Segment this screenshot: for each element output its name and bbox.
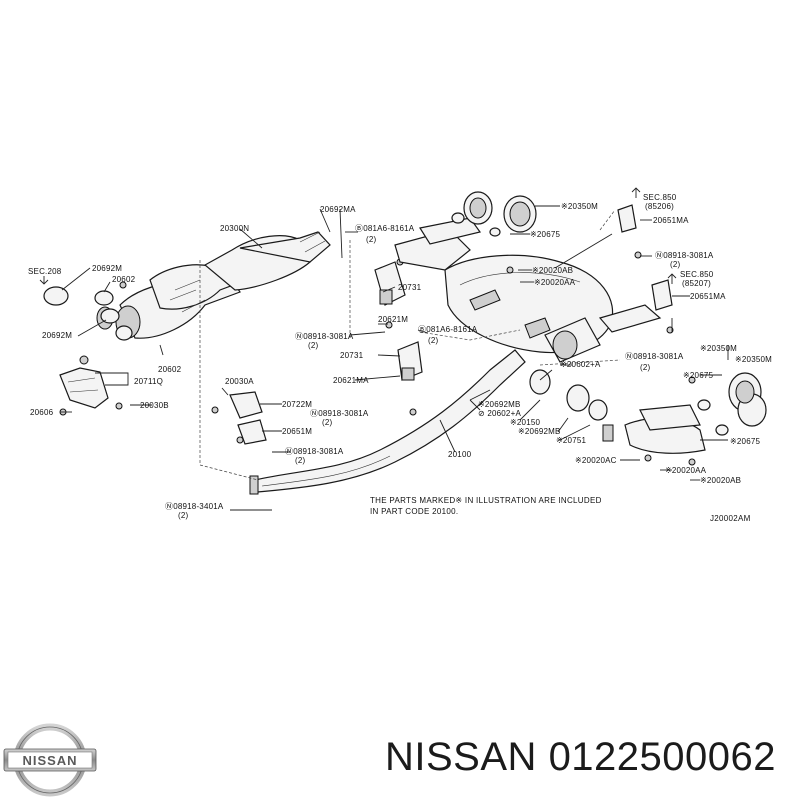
note-line-1: THE PARTS MARKED※ IN ILLUSTRATION ARE IN… xyxy=(370,496,602,505)
dashed-outline-right xyxy=(539,209,621,366)
label-sec208: SEC.208 xyxy=(28,267,62,276)
label-20602a-a: ※20602+A xyxy=(560,360,601,369)
label-sec850-a-ref: (85206) xyxy=(645,202,674,211)
label-20651ma-b: 20651MA xyxy=(690,292,726,301)
dashed-outline-left xyxy=(199,260,259,481)
label-08918-f-qty: (2) xyxy=(640,363,651,372)
label-08918-e: Ⓝ08918-3081A xyxy=(655,251,714,260)
label-sec850-a: SEC.850 xyxy=(643,193,677,202)
label-20751: ※20751 xyxy=(556,436,587,445)
logo-text: NISSAN xyxy=(22,753,77,768)
label-081a6-b-qty: (2) xyxy=(428,336,439,345)
label-20692ma-top: 20692MA xyxy=(320,205,356,214)
label-08918-f: Ⓝ08918-3081A xyxy=(625,352,684,361)
brand-part-number: NISSAN 0122500062 xyxy=(385,735,776,780)
label-20675-b: ※20675 xyxy=(683,371,714,380)
label-20602-a: 20602 xyxy=(112,275,136,284)
label-20030a: 20030A xyxy=(225,377,254,386)
label-20675-a: ※20675 xyxy=(530,230,561,239)
label-20675-c: ※20675 xyxy=(730,437,761,446)
label-20692m-b: 20692M xyxy=(42,331,72,340)
label-08918-c-qty: (2) xyxy=(295,456,306,465)
part-labels: SEC.208 20692M 20602 20692M 20300N 20692… xyxy=(28,193,772,520)
label-20020ab-a: ※20020AB xyxy=(532,266,573,275)
tail-tips-top xyxy=(451,191,537,274)
label-08918-d: Ⓝ08918-3401A xyxy=(165,502,224,511)
label-20020ab-b: ※20020AB xyxy=(700,476,741,485)
label-20020ac: ※20020AC xyxy=(575,456,617,465)
left-bracket-group xyxy=(59,355,123,416)
label-20100: 20100 xyxy=(448,450,472,459)
label-20621ma: 20621MA xyxy=(333,376,369,385)
label-20150: ※20150 xyxy=(510,418,541,427)
drawing-code: J20002AM xyxy=(710,514,751,523)
label-20350m-a: ※20350M xyxy=(561,202,598,211)
label-20300n: 20300N xyxy=(220,224,249,233)
right-hangers xyxy=(617,204,674,334)
label-08918-b: Ⓝ08918-3081A xyxy=(310,409,369,418)
label-20602a-b: ⊘ 20602+A xyxy=(478,409,521,418)
muffler-assembly xyxy=(394,217,662,363)
label-08918-a-qty: (2) xyxy=(308,341,319,350)
label-20651ma-a: 20651MA xyxy=(653,216,689,225)
exhaust-parts-diagram: SEC.208 20692M 20602 20692M 20300N 20692… xyxy=(28,187,772,523)
label-08918-a: Ⓝ08918-3081A xyxy=(295,332,354,341)
label-20030b: 20030B xyxy=(140,401,169,410)
nissan-logo-icon: NISSAN xyxy=(3,723,97,797)
label-081a6-a-qty: (2) xyxy=(366,235,377,244)
note-line-2: IN PART CODE 20100. xyxy=(370,507,458,516)
label-sec850-b: SEC.850 xyxy=(680,270,714,279)
label-20020aa-b: ※20020AA xyxy=(665,466,707,475)
label-20606: 20606 xyxy=(30,408,54,417)
leader-lines xyxy=(39,187,729,511)
label-20722m: 20722M xyxy=(282,400,312,409)
label-081a6-b: Ⓑ081A6-8161A xyxy=(418,325,478,334)
label-20621m: 20621M xyxy=(378,315,408,324)
label-20692mb-b: ※20692MB xyxy=(518,427,561,436)
rear-pipe-assembly xyxy=(529,369,767,466)
label-08918-d-qty: (2) xyxy=(178,511,189,520)
label-20350m-c: ※20350M xyxy=(735,355,772,364)
label-20602-b: 20602 xyxy=(158,365,182,374)
label-20731-a: 20731 xyxy=(398,283,422,292)
front-tube-assembly xyxy=(96,231,331,341)
brand-name: NISSAN xyxy=(385,735,537,779)
part-number: 0122500062 xyxy=(548,735,777,779)
label-20651m: 20651M xyxy=(282,427,312,436)
label-08918-e-qty: (2) xyxy=(670,260,681,269)
center-pipe xyxy=(249,349,526,495)
dashed-outline-center xyxy=(349,240,521,341)
label-08918-c: Ⓝ08918-3081A xyxy=(285,447,344,456)
label-20350m-b: ※20350M xyxy=(700,344,737,353)
label-sec850-b-ref: (85207) xyxy=(682,279,711,288)
label-20731-b: 20731 xyxy=(340,351,364,360)
label-20711q: 20711Q xyxy=(134,377,163,386)
gasket-group-left xyxy=(43,281,127,324)
center-hangers xyxy=(211,258,423,445)
label-20020aa-a: ※20020AA xyxy=(534,278,576,287)
label-081a6-a: Ⓑ081A6-8161A xyxy=(355,224,415,233)
label-20692m-a: 20692M xyxy=(92,264,122,273)
label-20692mb-a: ※20692MB xyxy=(478,400,521,409)
label-08918-b-qty: (2) xyxy=(322,418,333,427)
